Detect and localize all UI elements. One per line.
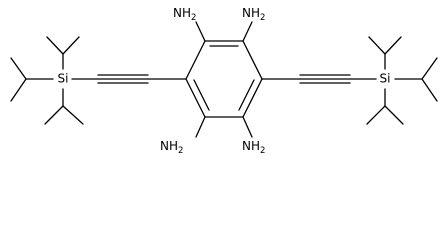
triisopropylsilyl-left [10,36,84,125]
amine-label-top-left: NH2 [173,6,196,23]
amine-label-bottom-left: NH2 [160,139,183,156]
silicon-label-left: Si [58,72,69,86]
triisopropylsilyl-right [366,36,438,125]
alkyne-left [71,74,187,84]
amine-label-bottom-right: NH2 [242,139,265,156]
chemical-structure-diagram: NH2 NH2 NH2 NH2 Si Si [10,6,438,156]
alkyne-right [261,74,377,84]
silicon-label-right: Si [380,72,391,86]
amine-bonds [195,21,253,138]
amine-label-top-right: NH2 [242,6,265,23]
benzene-ring [185,40,263,118]
